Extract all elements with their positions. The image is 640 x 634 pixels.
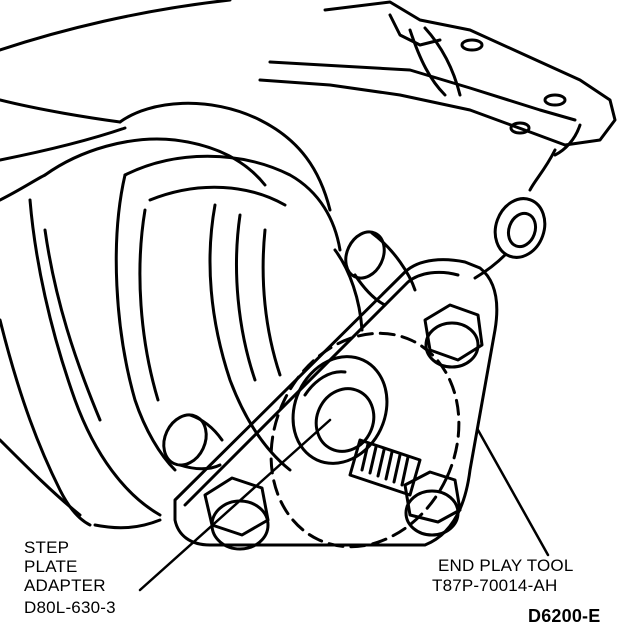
end-play-tool-plate (173, 258, 499, 547)
output-shaft (162, 230, 417, 471)
figure-id: D6200-E (528, 606, 601, 626)
hex-bolt-bottom-right (403, 470, 462, 537)
step-plate-adapter-part-number: D80L-630-3 (24, 598, 116, 617)
step-plate-adapter-label-line3: ADAPTER (24, 576, 106, 595)
upper-bracket (258, 0, 617, 192)
leader-line-end-play-tool (476, 428, 550, 557)
threaded-stud (348, 438, 422, 497)
ring-eyelet (473, 197, 547, 280)
step-plate-adapter-hub (291, 355, 389, 465)
hex-bolt-bottom-left (203, 476, 270, 551)
leader-line-step-plate-adapter (138, 418, 332, 592)
end-play-tool-part-number: T87P-70014-AH (432, 576, 558, 595)
output-shaft-housing (114, 154, 364, 472)
end-play-tool-label: END PLAY TOOL (438, 556, 574, 575)
step-plate-adapter-label-line2: PLATE (24, 557, 78, 576)
step-plate-adapter-label-line1: STEP (24, 538, 70, 557)
transmission-housing (0, 0, 332, 530)
hex-bolt-top (423, 303, 484, 369)
